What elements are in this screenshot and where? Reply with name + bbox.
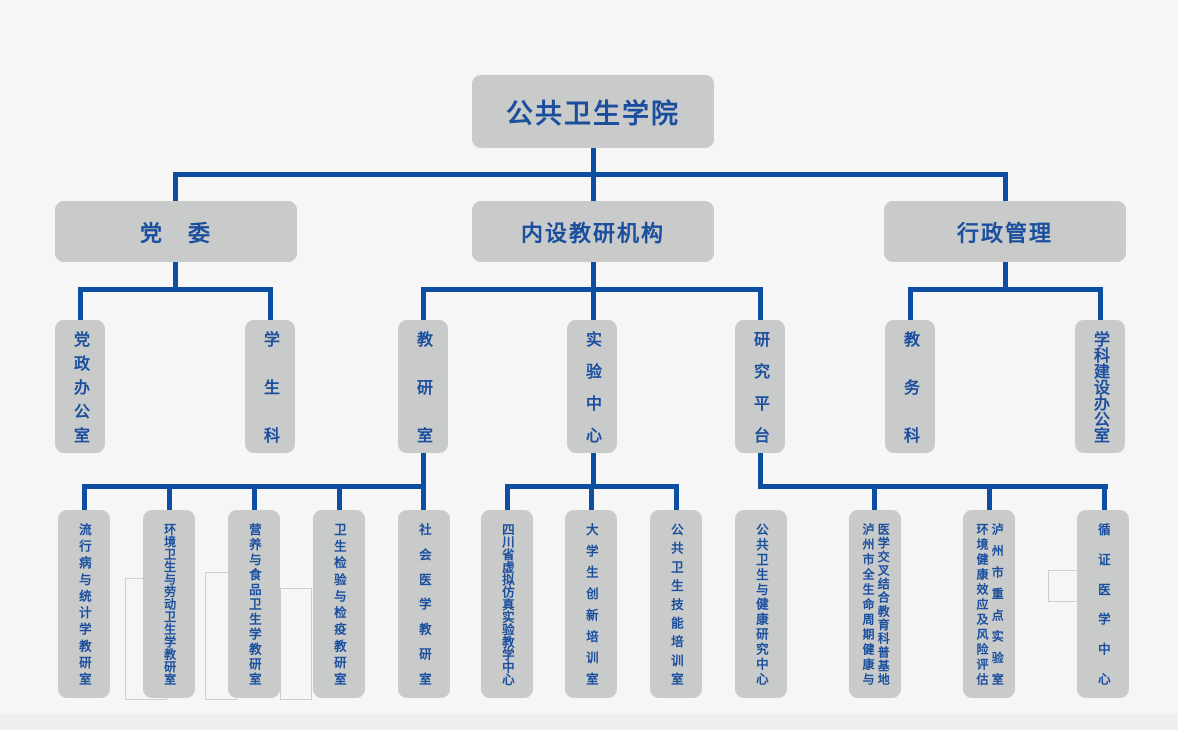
root-node: 公共卫生学院 xyxy=(472,75,714,148)
connector xyxy=(758,452,763,489)
node-label: 内设教研机构 xyxy=(520,221,665,247)
connector xyxy=(758,287,763,320)
connector xyxy=(1003,262,1008,292)
connector xyxy=(674,484,679,510)
node-research-platform: 研究平台 xyxy=(735,320,785,453)
node-label: 营养与食品卫生学教研室 xyxy=(246,523,262,685)
node-label: 学科建设办公室 xyxy=(1091,330,1110,443)
node-innovation-training: 大学生创新培训室 xyxy=(565,510,617,698)
node-discipline-office: 学科建设办公室 xyxy=(1075,320,1125,453)
connector xyxy=(337,484,342,510)
node-label: 流行病与统计学教研室 xyxy=(76,523,92,685)
connector xyxy=(78,287,273,292)
connector xyxy=(167,484,172,510)
connector xyxy=(421,484,426,510)
node-label: 教研室 xyxy=(414,330,433,443)
node-social-medicine: 社会医学教研室 xyxy=(398,510,450,698)
connector xyxy=(421,452,426,489)
node-label: 大学生创新培训室 xyxy=(583,523,599,685)
node-science-education-base: 泸州市全生命周期健康与 医学交叉结合教育科普基地 xyxy=(849,510,901,698)
node-internal-institutions: 内设教研机构 xyxy=(472,201,714,262)
node-key-laboratory: 环境健康效应及风险评估 泸州市重点实验室 xyxy=(963,510,1015,698)
node-label: 行政管理 xyxy=(956,221,1053,247)
connector xyxy=(173,172,178,201)
connector xyxy=(987,484,992,510)
node-epidemiology: 流行病与统计学教研室 xyxy=(58,510,110,698)
connector xyxy=(591,452,596,489)
connector xyxy=(173,172,1008,177)
two-column-label: 环境健康效应及风险评估 泸州市重点实验室 xyxy=(975,523,1005,685)
connector xyxy=(252,484,257,510)
bottom-band xyxy=(0,714,1178,730)
connector xyxy=(591,287,596,320)
node-environmental-health: 环境卫生与劳动卫生学教研室 xyxy=(143,510,195,698)
background-building-sketch xyxy=(280,588,312,700)
node-health-research-center: 公共卫生与健康研究中心 xyxy=(735,510,787,698)
connector xyxy=(591,148,596,177)
node-label-col1: 泸州市全生命周期健康与 xyxy=(861,523,875,685)
node-hygiene-inspection: 卫生检验与检疫教研室 xyxy=(313,510,365,698)
connector xyxy=(908,287,1103,292)
node-label: 党 委 xyxy=(139,221,212,247)
node-teaching-research: 教研室 xyxy=(398,320,448,453)
node-label: 实验中心 xyxy=(583,330,602,443)
node-party-committee: 党 委 xyxy=(55,201,297,262)
node-label: 公共卫生与健康研究中心 xyxy=(753,523,769,685)
connector xyxy=(591,172,596,201)
node-label: 公共卫生技能培训室 xyxy=(668,523,684,685)
node-label: 社会医学教研室 xyxy=(416,523,432,685)
connector xyxy=(268,287,273,320)
node-label: 教务科 xyxy=(901,330,920,443)
connector xyxy=(758,484,1108,489)
connector xyxy=(589,484,594,510)
connector xyxy=(421,287,426,320)
node-evidence-based-medicine: 循证医学中心 xyxy=(1077,510,1129,698)
connector xyxy=(78,287,83,320)
node-label-col2: 泸州市重点实验室 xyxy=(990,523,1005,685)
node-experiment-center: 实验中心 xyxy=(567,320,617,453)
two-column-label: 泸州市全生命周期健康与 医学交叉结合教育科普基地 xyxy=(861,523,891,685)
connector xyxy=(82,484,87,510)
node-academic-affairs: 教务科 xyxy=(885,320,935,453)
node-skills-training: 公共卫生技能培训室 xyxy=(650,510,702,698)
node-label: 卫生检验与检疫教研室 xyxy=(331,523,347,685)
node-label: 党政办公室 xyxy=(71,330,90,443)
connector xyxy=(505,484,510,510)
connector xyxy=(173,262,178,292)
node-label-col1: 环境健康效应及风险评估 xyxy=(975,523,989,685)
node-party-office: 党政办公室 xyxy=(55,320,105,453)
node-nutrition: 营养与食品卫生学教研室 xyxy=(228,510,280,698)
node-label: 学生科 xyxy=(261,330,280,443)
connector xyxy=(1098,287,1103,320)
connector xyxy=(872,484,877,510)
node-administration: 行政管理 xyxy=(884,201,1126,262)
node-label: 四川省虚拟仿真实验教学中心 xyxy=(499,523,515,685)
connector xyxy=(1003,172,1008,201)
node-label: 循证医学中心 xyxy=(1095,523,1111,685)
connector xyxy=(1102,484,1107,510)
connector xyxy=(591,262,596,292)
root-label: 公共卫生学院 xyxy=(506,99,680,130)
node-label: 环境卫生与劳动卫生学教研室 xyxy=(162,523,177,685)
node-student-affairs: 学生科 xyxy=(245,320,295,453)
node-virtual-lab: 四川省虚拟仿真实验教学中心 xyxy=(481,510,533,698)
connector xyxy=(908,287,913,320)
node-label-col2: 医学交叉结合教育科普基地 xyxy=(876,523,891,685)
node-label: 研究平台 xyxy=(751,330,770,443)
